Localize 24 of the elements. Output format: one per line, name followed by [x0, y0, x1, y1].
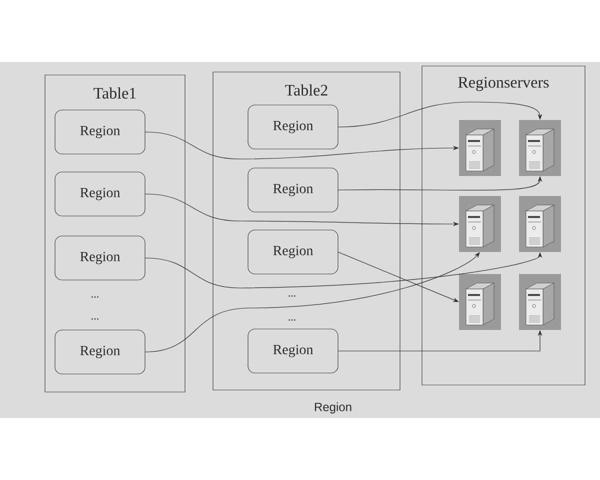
ellipsis: ... [288, 295, 296, 297]
ellipsis: ... [92, 318, 98, 320]
region-box: Region [54, 330, 146, 374]
server-icon [459, 274, 501, 330]
region-box: Region [248, 230, 338, 274]
table-heading: Regionservers [458, 76, 549, 92]
arrow [338, 252, 459, 302]
server-icon [519, 196, 561, 252]
server-icon [519, 120, 561, 176]
table-heading: Table2 [285, 84, 328, 96]
region-box: Region [54, 172, 146, 216]
server-icon [459, 120, 501, 176]
server-icon [459, 196, 501, 252]
server-icon [519, 274, 561, 330]
arrow [338, 102, 542, 128]
arrow [144, 252, 480, 352]
table-heading: Table1 [94, 87, 136, 99]
region-box: Region [54, 236, 146, 280]
region-box: Region [248, 104, 338, 150]
region-box: Region [248, 168, 338, 212]
caption: Region [314, 402, 352, 414]
ellipsis: ... [92, 296, 98, 298]
region-box: Region [248, 328, 338, 374]
region-box: Region [54, 110, 146, 154]
